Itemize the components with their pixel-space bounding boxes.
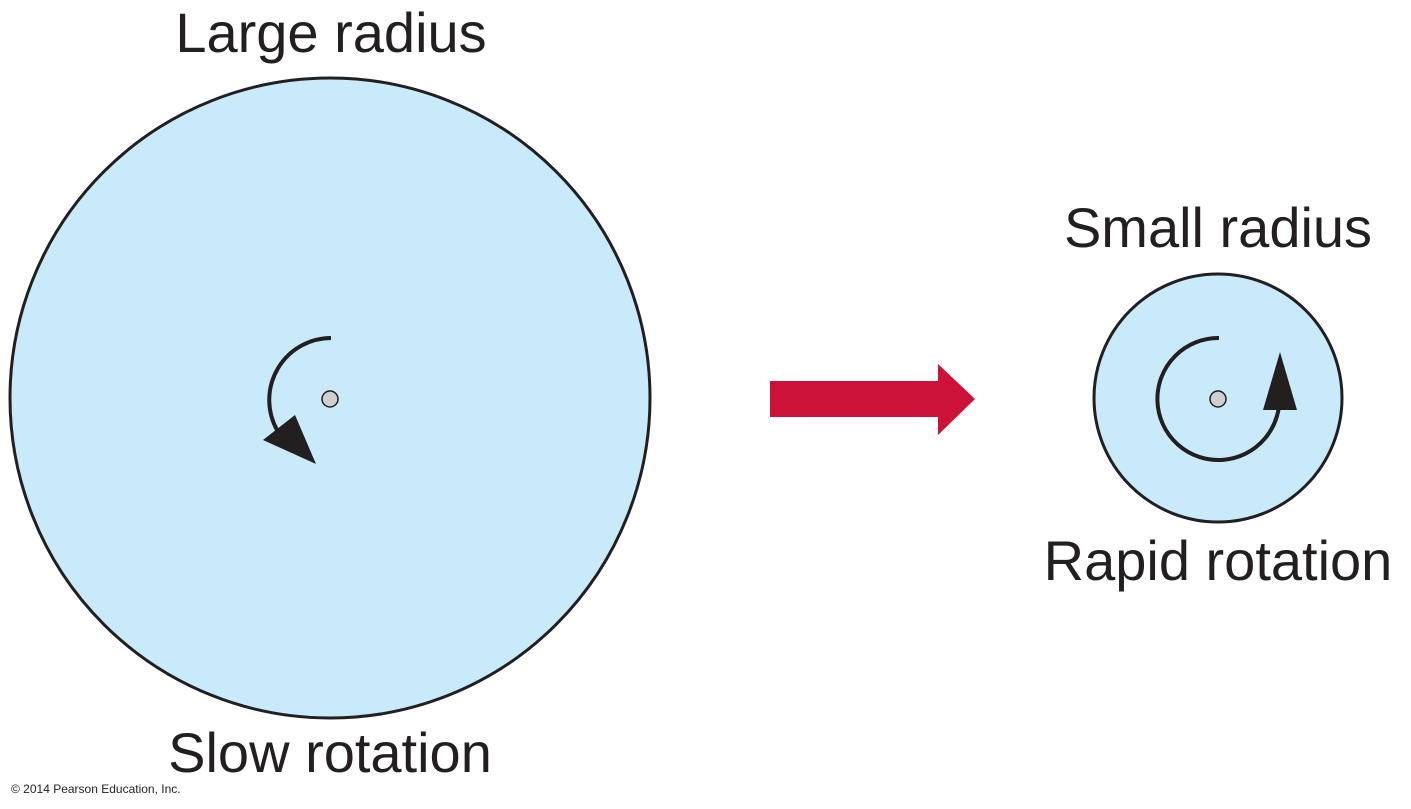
slow-spin-arrow-icon — [263, 336, 332, 464]
large-disk-group — [8, 76, 652, 720]
fast-spin-arrow-icon — [1155, 335, 1297, 462]
small-radius-label: Small radius — [1064, 196, 1372, 259]
small-disk-group — [1092, 272, 1344, 524]
rapid-rotation-label: Rapid rotation — [1044, 529, 1393, 592]
large-disk-center-dot — [321, 390, 339, 408]
large-radius-label: Large radius — [175, 1, 486, 64]
slow-rotation-label: Slow rotation — [168, 721, 492, 784]
copyright-notice: © 2014 Pearson Education, Inc. — [11, 782, 181, 796]
transition-right-arrow-icon — [770, 364, 975, 435]
small-disk-center-dot — [1209, 390, 1227, 408]
